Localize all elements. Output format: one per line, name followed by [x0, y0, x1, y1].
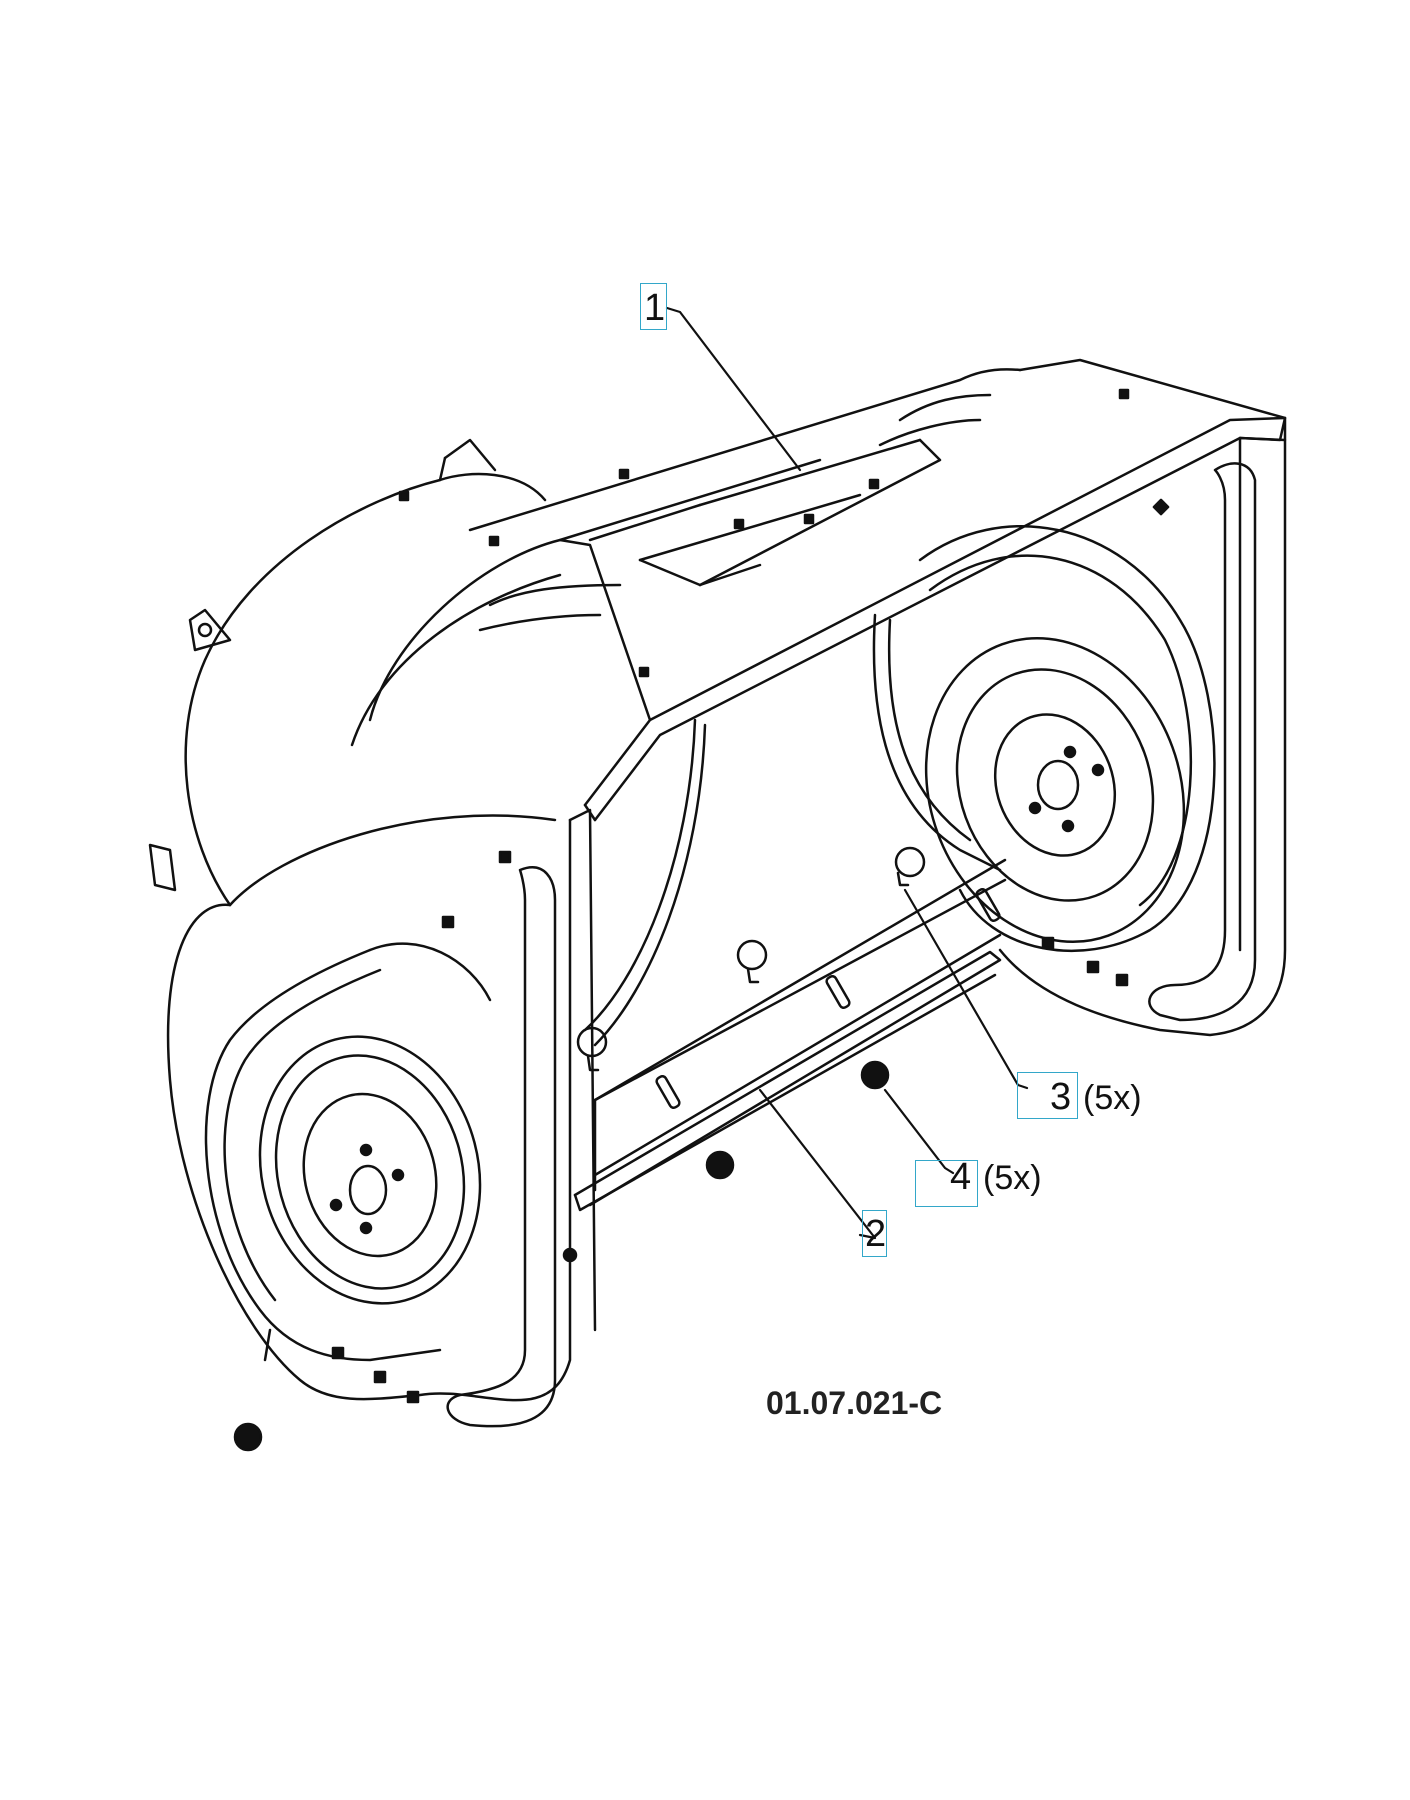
carriage-bolts [576, 846, 926, 1072]
callout-4-box[interactable] [915, 1160, 978, 1207]
callout-1-box[interactable] [640, 283, 667, 330]
leader-lines [665, 306, 1029, 1240]
left-end-plate [166, 808, 597, 1428]
interior-wall [583, 718, 707, 1047]
top-housing [350, 368, 1130, 747]
callout-2-label: 2 [865, 1213, 887, 1255]
callout-2-box[interactable] [862, 1210, 887, 1257]
nuts [233, 1060, 890, 1452]
cross-bar [573, 858, 1007, 1212]
impeller-drum [148, 438, 547, 907]
right-end-plate [872, 416, 1287, 1037]
callout-1-label: 1 [644, 287, 666, 329]
callout-3-box[interactable] [1017, 1072, 1078, 1119]
callout-3-label: 3 [1050, 1076, 1072, 1118]
callout-3-quantity: (5x) [1083, 1079, 1142, 1117]
callout-4-label: 4 [950, 1156, 972, 1198]
drawing-reference-code: 01.07.021-C [766, 1385, 943, 1421]
callout-4-quantity: (5x) [983, 1159, 1042, 1197]
